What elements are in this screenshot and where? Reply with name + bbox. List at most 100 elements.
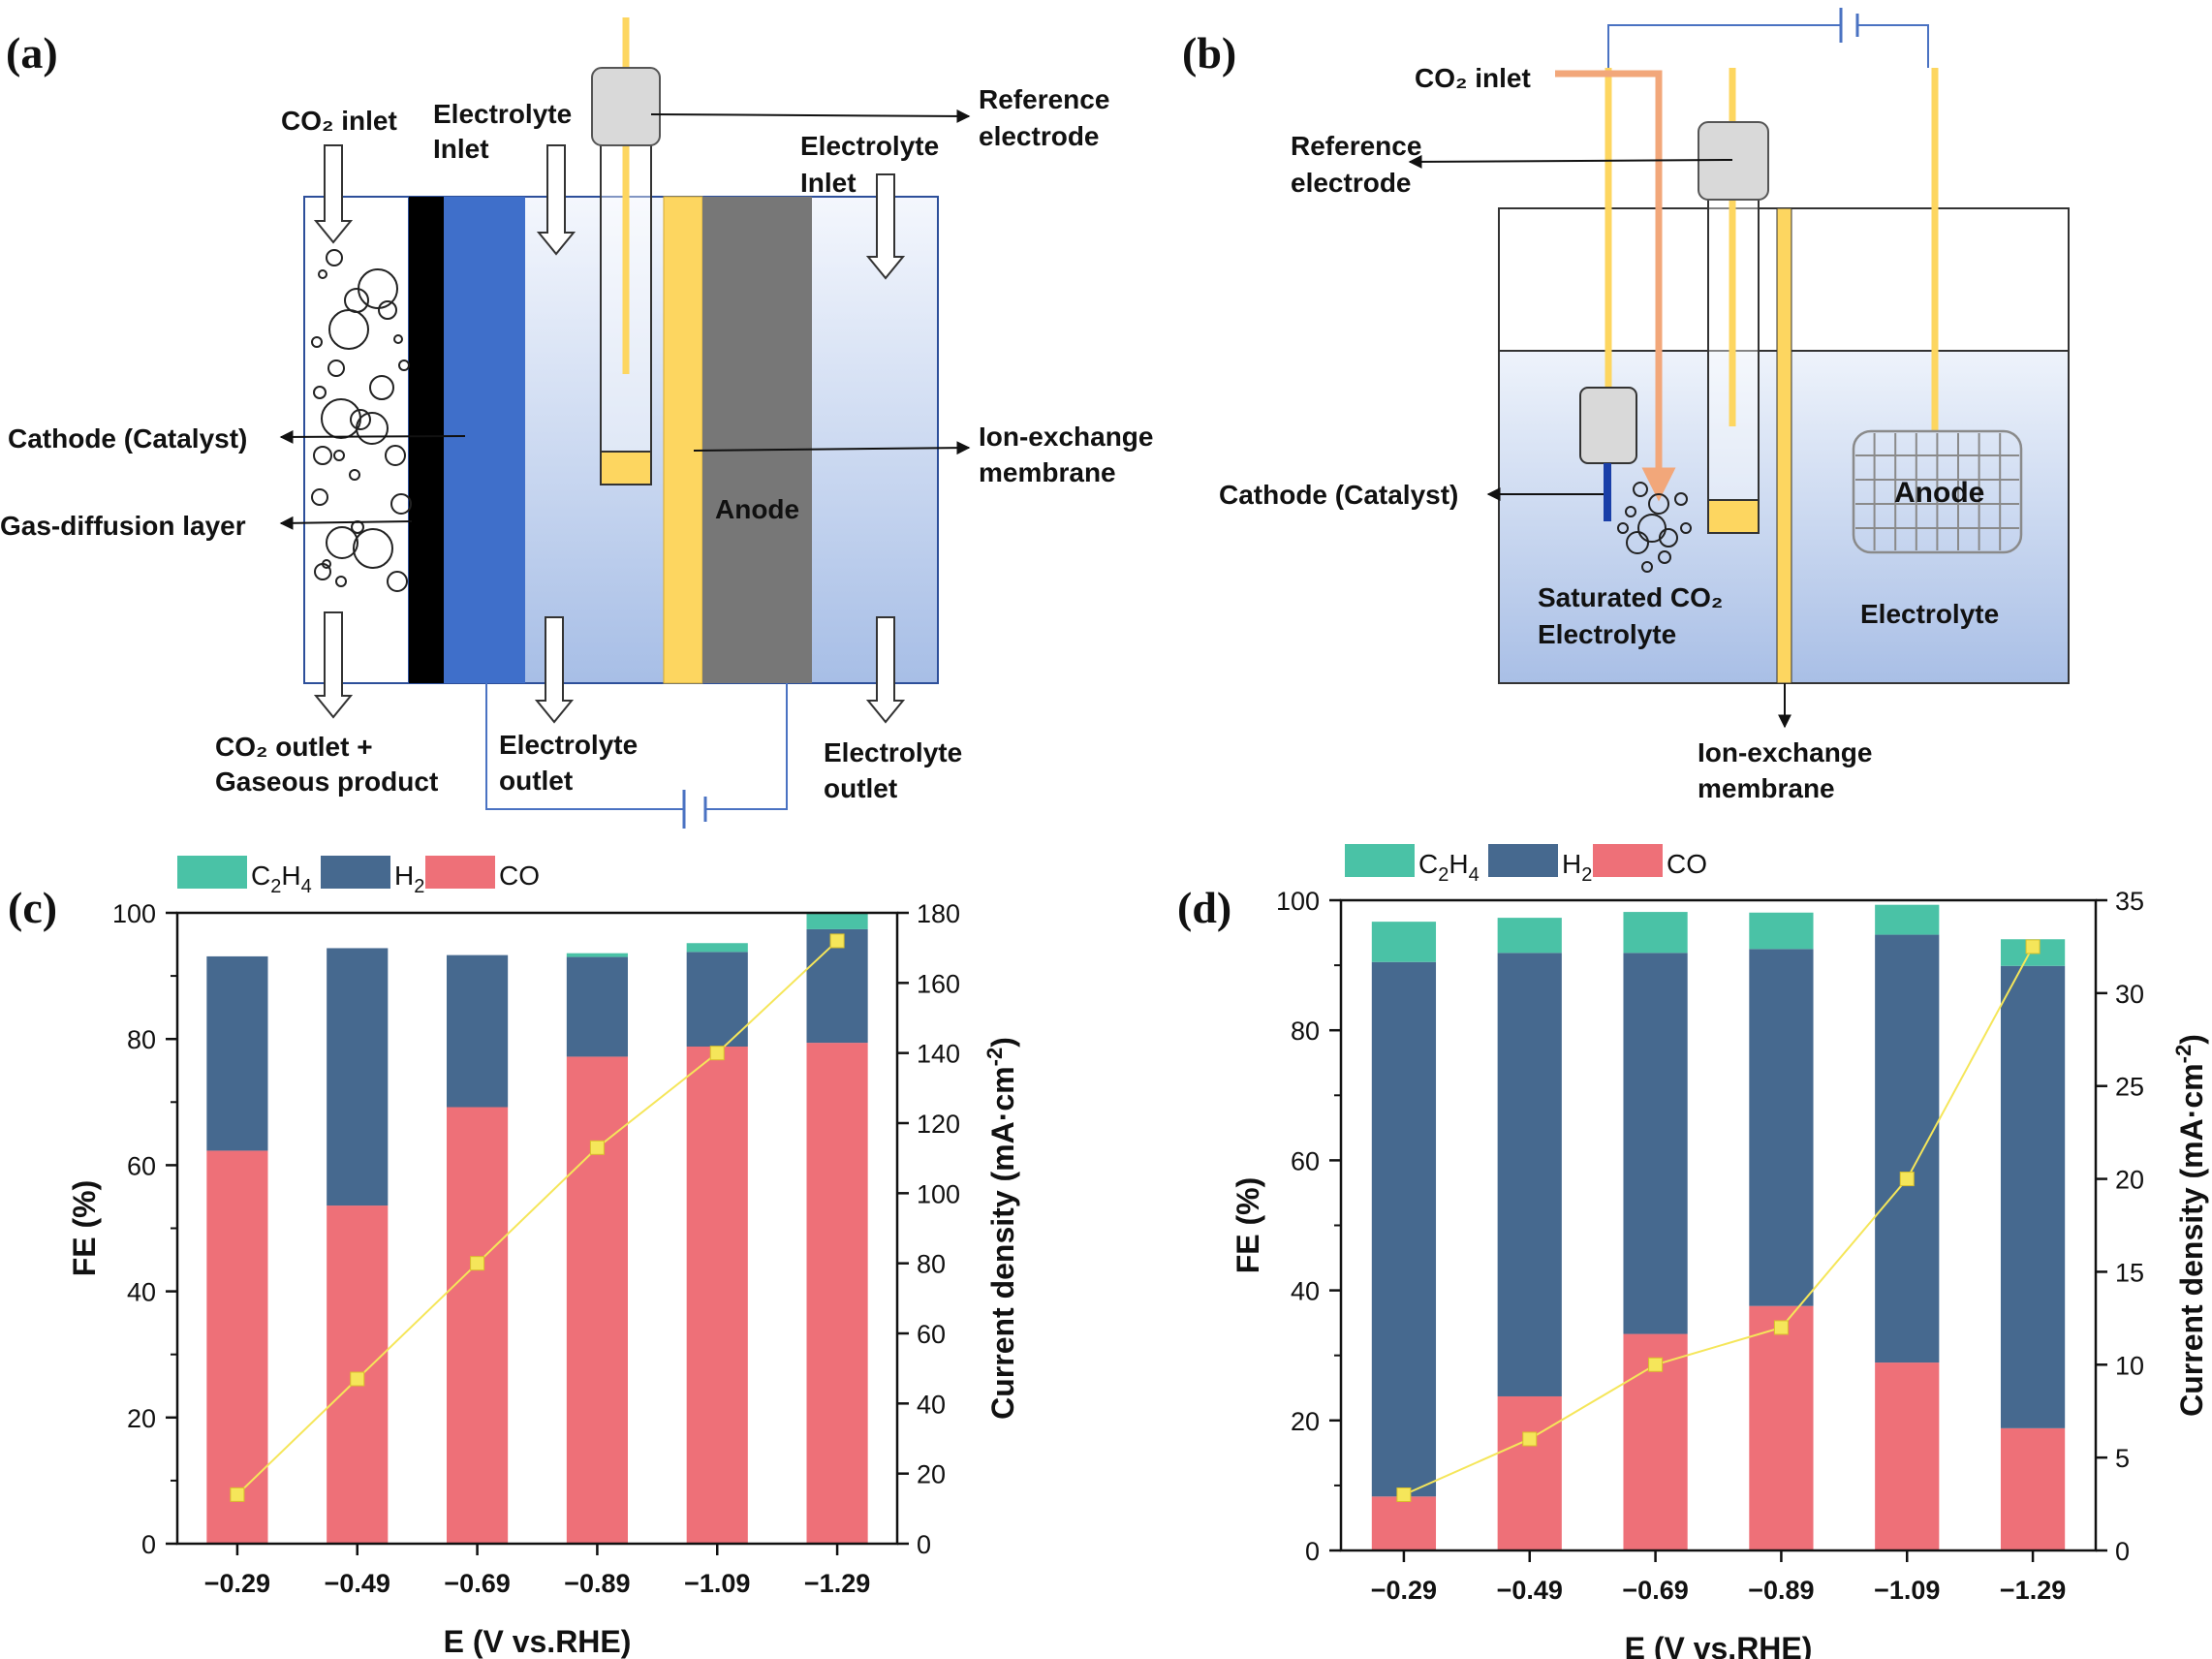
y2-tick-label: 80	[917, 1250, 946, 1279]
x-tick-label: −0.69	[1622, 1576, 1688, 1605]
y-axis-label: FE (%)	[67, 1180, 102, 1277]
current-density-point	[1773, 1320, 1789, 1335]
bar-c2h4	[566, 953, 628, 957]
y-tick-label: 60	[127, 1151, 156, 1180]
x-tick-label: −1.29	[804, 1569, 870, 1598]
bubble	[358, 268, 398, 309]
legend-swatch-c2h4	[1345, 844, 1415, 877]
co2-inlet-tube-b	[1555, 70, 1676, 502]
cathode-holder-b	[1579, 387, 1637, 464]
y-tick-label: 100	[112, 899, 156, 928]
reference-liquid-b	[1707, 499, 1760, 534]
bubble	[318, 269, 327, 279]
bar-h2	[447, 955, 509, 1108]
bubble	[393, 334, 403, 344]
y-axis-label: FE (%)	[1231, 1177, 1265, 1274]
current-density-line	[236, 940, 838, 1496]
y2-tick-label: 5	[2115, 1444, 2130, 1473]
y2-axis-label: Current density (mA·cm-2)	[982, 1037, 1020, 1420]
legend-swatch-co	[425, 856, 495, 889]
y-tick-label: 60	[1291, 1146, 1320, 1175]
current-density-point	[1396, 1487, 1412, 1502]
y2-tick-label: 20	[2115, 1166, 2144, 1195]
circuit-wire-b	[1607, 24, 1841, 107]
label-electrolyte-inlet-2b: Inlet	[800, 168, 857, 198]
bar-h2	[1875, 934, 1940, 1363]
flow-arrow	[534, 616, 575, 724]
bubble	[1626, 531, 1649, 554]
bubble	[326, 249, 343, 266]
membrane-pointer-a	[693, 441, 971, 455]
gas-diffusion-layer	[409, 197, 444, 683]
circuit-wire-a	[485, 683, 683, 810]
bar-c2h4	[686, 943, 748, 953]
cathode-catalyst-b	[1604, 463, 1611, 521]
bubble	[1637, 514, 1667, 543]
x-tick-label: −0.29	[1371, 1576, 1437, 1605]
flow-arrow	[865, 173, 906, 280]
bar-c2h4	[1749, 912, 1814, 950]
bar-c2h4	[806, 913, 868, 929]
label-reference-a2: electrode	[979, 121, 1100, 151]
flow-arrow	[313, 144, 354, 244]
legend-swatch-h2	[321, 856, 390, 889]
bubble	[398, 360, 410, 371]
mesh-frame	[1852, 429, 2023, 554]
panel-a: (a) CO₂ inlet Electrolyte Inlet Referenc…	[0, 17, 1153, 829]
bubble	[369, 375, 394, 400]
current-density-point	[350, 1371, 365, 1387]
label-cathode-b: Cathode (Catalyst)	[1219, 480, 1458, 510]
bubble	[311, 336, 323, 348]
y2-axis-label: Current density (mA·cm-2)	[2171, 1034, 2209, 1417]
bubble	[311, 488, 328, 506]
y2-tick-label: 100	[917, 1179, 960, 1208]
legend-swatch-c2h4	[177, 856, 247, 889]
bar-co	[686, 1047, 748, 1544]
bar-co	[447, 1107, 509, 1544]
current-density-point	[829, 933, 845, 949]
y2-tick-label: 15	[2115, 1258, 2144, 1287]
label-electrolyte-outlet-2a: Electrolyte	[824, 737, 962, 767]
bar-co	[1497, 1395, 1562, 1550]
gas-bubbles-b	[1617, 482, 1692, 573]
cathode-catalyst-layer	[444, 197, 525, 683]
bubble	[326, 526, 358, 559]
label-anode-b: Anode	[1894, 477, 1984, 509]
legend-swatch-h2	[1488, 844, 1558, 877]
y2-tick-label: 25	[2115, 1073, 2144, 1102]
anode-block	[702, 197, 812, 683]
ref-pointer-b	[1408, 154, 1733, 169]
bar-co	[1371, 1496, 1437, 1550]
legend-label-co: CO	[1667, 849, 1707, 879]
bar-co	[2000, 1427, 2066, 1550]
panel-b: (b) CO₂ inlet Referenc	[1182, 8, 2070, 803]
bar-c2h4	[1623, 912, 1688, 954]
panel-a-tag: (a)	[6, 28, 58, 78]
reference-head-a	[591, 67, 661, 146]
bubble	[353, 528, 393, 569]
anode-mesh-b	[1852, 429, 2023, 554]
bar-co	[1749, 1305, 1814, 1550]
label-membrane-b1: Ion-exchange	[1698, 737, 1872, 767]
label-saturated-b2: Electrolyte	[1538, 619, 1676, 649]
label-anode-a: Anode	[715, 494, 799, 524]
current-density-point	[709, 1046, 725, 1061]
bubble	[387, 571, 408, 592]
ref-pointer-a	[650, 109, 971, 123]
bubble	[1633, 482, 1648, 497]
legend-label-h2: H2	[394, 861, 424, 897]
label-reference-b2: electrode	[1291, 168, 1412, 198]
y2-tick-label: 30	[2115, 980, 2144, 1009]
gas-chamber	[303, 196, 410, 684]
legend-swatch-co	[1593, 844, 1663, 877]
label-electrolyte-inlet-2a: Electrolyte	[800, 131, 939, 161]
cathode-pointer-a	[279, 429, 466, 444]
bar-h2	[686, 952, 748, 1048]
label-cathode-a: Cathode (Catalyst)	[8, 423, 247, 454]
label-co2-outlet-a1: CO₂ outlet +	[215, 732, 373, 762]
x-tick-label: −0.49	[1497, 1576, 1563, 1605]
x-tick-label: −0.29	[204, 1569, 270, 1598]
y-tick-label: 40	[1291, 1277, 1320, 1306]
bar-h2	[2000, 965, 2066, 1428]
